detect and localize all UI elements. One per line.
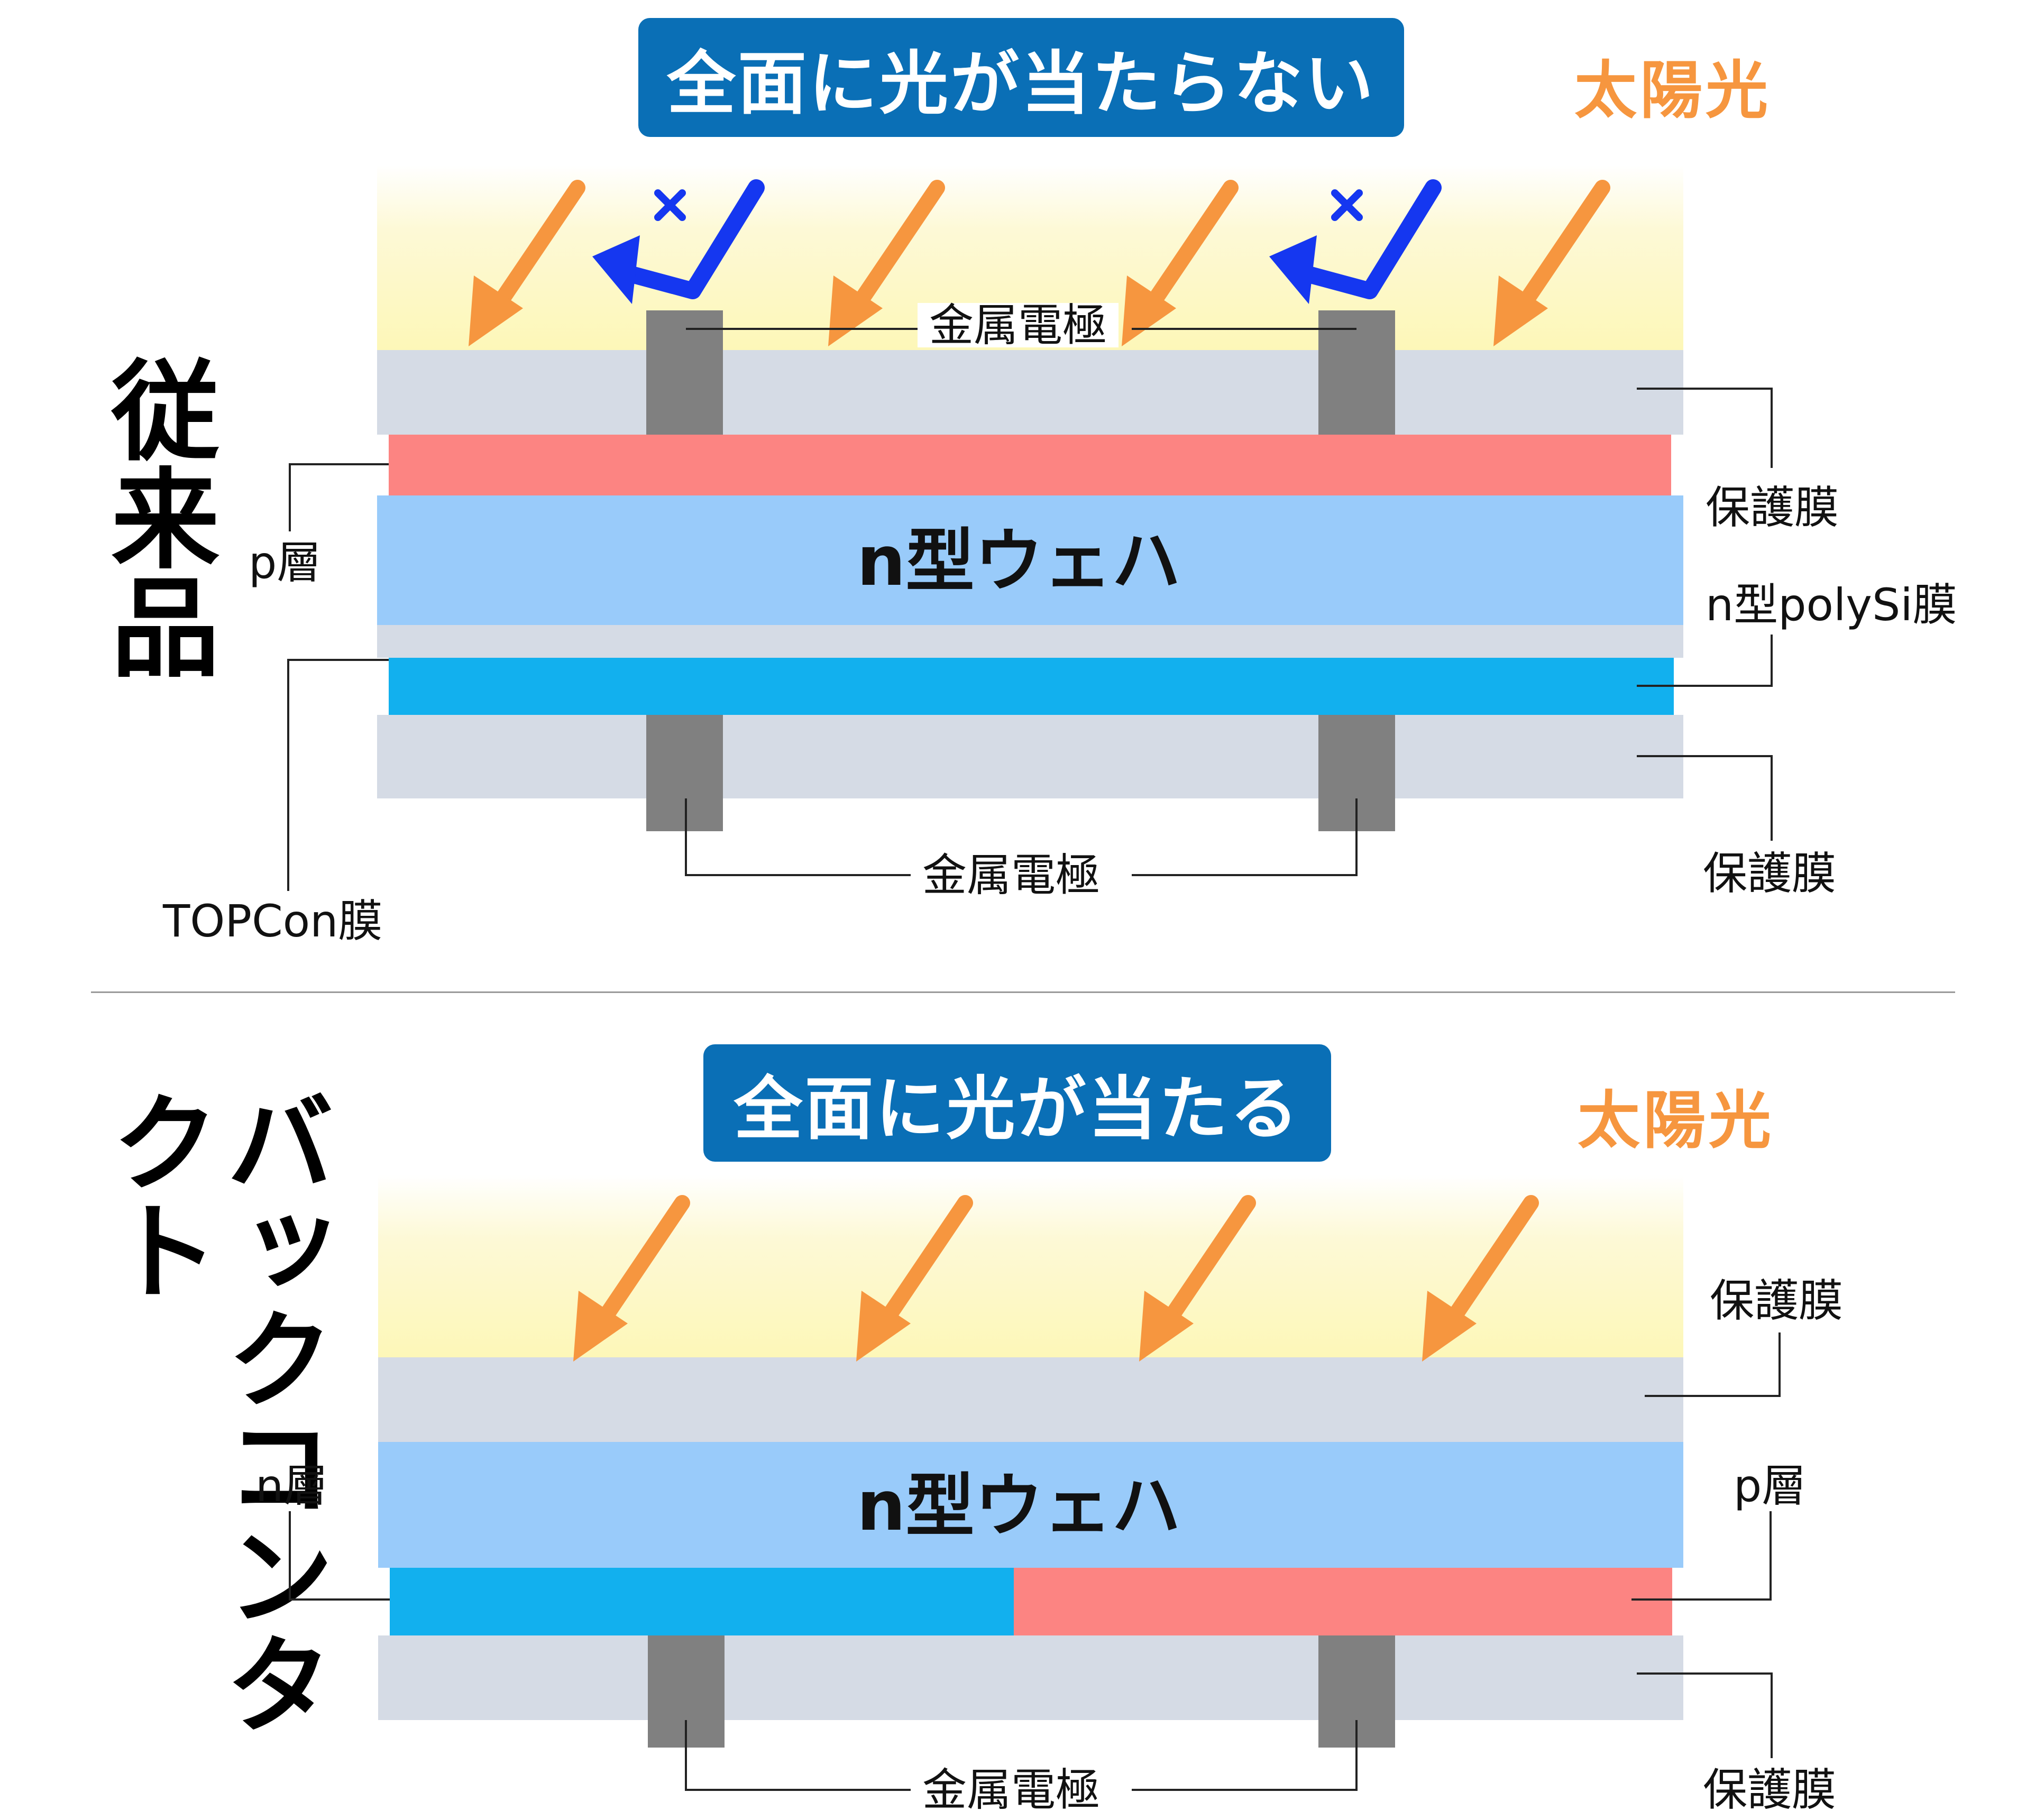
bottom-sunlight-label: 太陽光 (1578, 1084, 1775, 1157)
top-front-electrode-1 (646, 310, 723, 435)
bottom-protective-film-back (378, 1635, 1683, 1720)
bottom-sun-arrow-3 (1139, 1203, 1248, 1362)
top-side-title: 従来品 (93, 354, 219, 679)
top-blocked-arrow-1 (592, 188, 756, 304)
top-tunnel-oxide (377, 625, 1683, 658)
bottom-banner: 全面に光が当たる (703, 1044, 1331, 1162)
top-sunlight-label: 太陽光 (1574, 54, 1772, 127)
bottom-sun-arrow-1 (573, 1203, 682, 1362)
top-protective-label-2: 保護膜 (1703, 848, 1837, 899)
bottom-side-title: バックコンタクト (93, 1087, 334, 1737)
top-polysi-label: n型polySi膜 (1706, 579, 1957, 631)
top-topcon-label: TOPCon膜 (163, 895, 383, 947)
top-back-electrode-1 (646, 715, 723, 831)
top-p-layer (389, 435, 1671, 495)
bottom-protective-film-front (378, 1357, 1683, 1442)
bottom-sun-arrow-4 (1422, 1203, 1531, 1362)
bottom-wafer-label: n型ウェハ (857, 1466, 1181, 1546)
top-electrode-label-back: 金属電極 (911, 853, 1112, 897)
top-protective-film-front (377, 350, 1683, 435)
top-protective-label-1: 保護膜 (1706, 482, 1839, 534)
top-protective-film-back (377, 715, 1683, 798)
top-blocked-arrow-2 (1269, 188, 1433, 304)
top-wafer-label: n型ウェハ (857, 521, 1181, 601)
top-sun-arrow-4 (1493, 188, 1602, 346)
bottom-n-layer (390, 1568, 1014, 1635)
top-sun-arrow-1 (469, 188, 577, 346)
top-sun-arrow-3 (1122, 188, 1231, 346)
bottom-p-layer-label: p層 (1734, 1460, 1807, 1512)
bottom-protective-label-top: 保護膜 (1710, 1275, 1844, 1327)
bottom-protective-label-bottom: 保護膜 (1703, 1764, 1837, 1816)
bottom-p-layer (1014, 1568, 1672, 1635)
bottom-n-layer-label: n層 (255, 1460, 328, 1512)
top-n-polysi-film (389, 658, 1674, 715)
bottom-n-wafer (378, 1442, 1683, 1568)
section-divider (91, 991, 1955, 993)
top-front-electrode-2 (1318, 310, 1395, 435)
top-sun-arrow-2 (828, 188, 937, 346)
top-p-layer-label: p層 (249, 537, 322, 589)
top-n-wafer (377, 495, 1683, 625)
top-electrode-label-front: 金属電極 (918, 303, 1119, 347)
top-banner: 全面に光が当たらない (638, 18, 1404, 137)
bottom-sun-arrow-2 (856, 1203, 965, 1362)
bottom-electrode-label: 金属電極 (911, 1768, 1112, 1812)
